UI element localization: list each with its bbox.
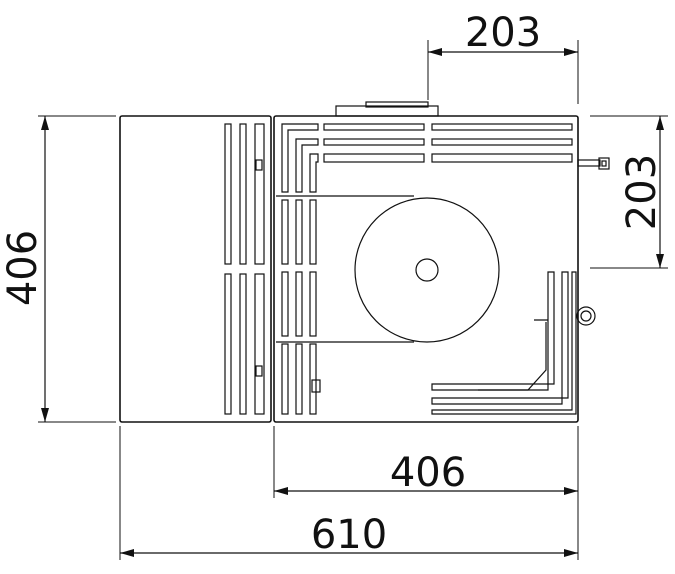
dim-left-406-label: 406 <box>0 230 46 306</box>
dim-bottom-610: 610 <box>119 426 578 560</box>
dim-bottom-610-label: 610 <box>311 512 387 558</box>
left-slats-lower <box>281 271 321 415</box>
dim-right-203: 203 <box>590 115 668 269</box>
dim-top-203-label: 203 <box>465 10 541 56</box>
dim-bottom-406-label: 406 <box>390 450 466 496</box>
inner-bracket-detail <box>478 319 548 391</box>
corner-bracket-top-left <box>281 123 319 193</box>
burner-drum <box>354 197 500 343</box>
burner-center <box>415 258 439 282</box>
dim-right-203-label: 203 <box>619 154 665 230</box>
corner-bracket-bottom-right <box>431 271 577 415</box>
right-connector <box>577 159 601 167</box>
left-module-slots <box>224 123 265 415</box>
dim-bottom-406: 406 <box>273 426 579 560</box>
dim-top-203: 203 <box>427 10 579 104</box>
right-module <box>273 101 610 423</box>
drum-band <box>276 195 414 343</box>
right-ring-handle <box>576 306 596 326</box>
top-slats <box>323 123 573 163</box>
left-module <box>119 115 272 423</box>
flue-collar <box>335 105 439 117</box>
dim-left-406: 406 <box>0 115 116 423</box>
left-slats-upper <box>281 199 317 265</box>
